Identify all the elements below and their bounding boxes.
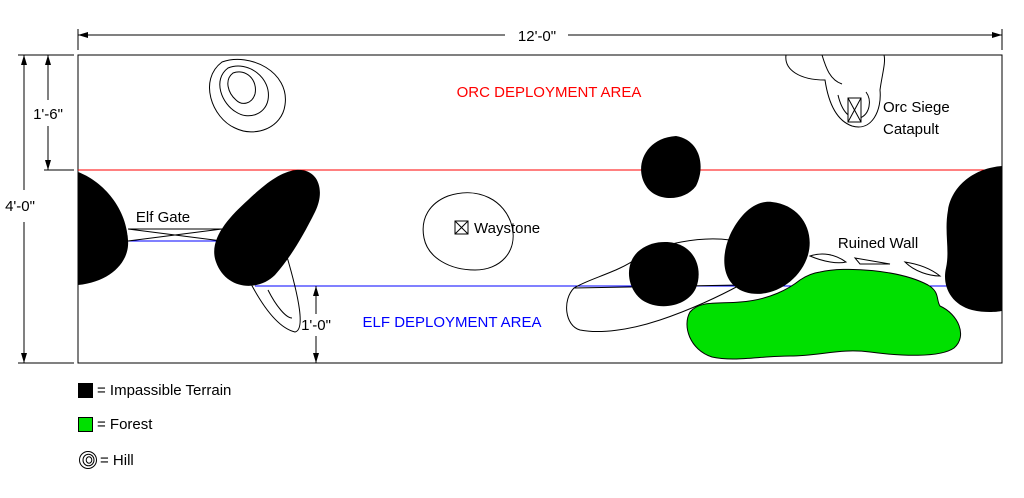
height-dimension-label: 4'-0" <box>5 198 35 215</box>
legend-impassible: = Impassible Terrain <box>78 382 231 399</box>
orc-depth-dimension <box>44 55 74 171</box>
elf-gate <box>127 228 223 242</box>
impassible-right-edge <box>945 166 1002 312</box>
impassible-right-mid <box>724 201 810 294</box>
legend-forest: = Forest <box>78 416 152 433</box>
catapult-label-line2: Catapult <box>883 121 940 138</box>
elf-depth-label: 1'-0" <box>301 317 331 334</box>
catapult-icon <box>847 97 862 123</box>
orc-depth-label: 1'-6" <box>33 106 63 123</box>
ruined-wall <box>808 253 942 277</box>
width-dimension-label: 12'-0" <box>518 28 556 45</box>
elf-gate-label: Elf Gate <box>136 209 190 226</box>
elf-depth-dimension <box>313 286 319 363</box>
hill-top-left <box>209 58 286 133</box>
forest <box>686 268 961 360</box>
impassible-left-edge <box>78 172 129 285</box>
elf-deployment-label: ELF DEPLOYMENT AREA <box>363 314 542 331</box>
impassible-right-top <box>641 136 701 198</box>
legend-hill-label: = Hill <box>100 451 134 469</box>
legend-hill: = Hill <box>78 450 134 470</box>
width-dimension <box>77 29 1003 50</box>
hill-icon <box>79 451 97 469</box>
catapult-hill <box>785 54 885 128</box>
legend-forest-label: = Forest <box>97 416 153 433</box>
height-dimension <box>18 54 74 364</box>
impassible-center-left <box>214 169 320 286</box>
ruined-wall-label: Ruined Wall <box>838 235 918 252</box>
impassible-swatch <box>78 383 93 398</box>
impassible-right-low <box>628 242 699 307</box>
catapult-label-line1: Orc Siege <box>883 99 950 116</box>
legend-impassible-label: = Impassible Terrain <box>97 382 232 399</box>
hill-center-left <box>249 249 301 333</box>
waystone-hill <box>422 192 514 271</box>
orc-deployment-label: ORC DEPLOYMENT AREA <box>457 84 642 101</box>
waystone-icon <box>454 220 469 235</box>
forest-swatch <box>78 417 93 432</box>
hill-right-long <box>566 238 741 332</box>
waystone-label: Waystone <box>474 220 540 237</box>
